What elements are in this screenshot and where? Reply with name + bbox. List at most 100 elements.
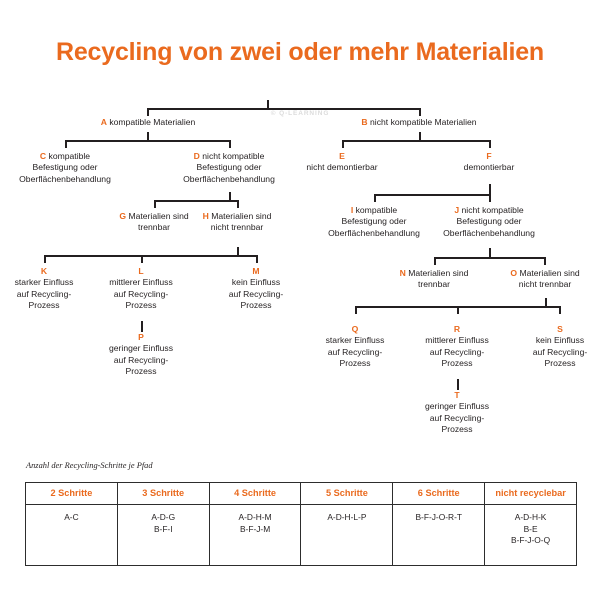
node-text-a-0: kompatible Materialien: [109, 117, 196, 127]
connector-o-stem: [545, 298, 547, 307]
tree-node-a[interactable]: A kompatible Materialien: [48, 117, 248, 128]
path-1-0: A-D-G: [151, 512, 176, 522]
connector-b-to-e: [342, 140, 344, 148]
connector-a-bar: [65, 140, 230, 142]
node-text-r-0: mittlerer Einfluss: [425, 335, 489, 346]
connector-h-bar: [44, 255, 257, 257]
node-key-l: L: [138, 266, 144, 276]
node-text-i-2: Oberflächenbehandlung: [328, 227, 420, 238]
node-text-c-1: Befestigung oder: [32, 162, 98, 173]
tree-node-p[interactable]: P geringer Einfluss auf Recycling- Proze…: [78, 332, 204, 377]
path-5-1: B-E: [523, 523, 538, 534]
recycling-steps-table: 2 Schritte 3 Schritte 4 Schritte 5 Schri…: [25, 482, 577, 566]
watermark-label: © Q-LEARNING: [270, 110, 330, 117]
tree-node-q[interactable]: Q starker Einfluss auf Recycling- Prozes…: [295, 324, 415, 369]
connector-a-stem: [147, 132, 149, 141]
table-header-cell-4: 6 Schritte: [392, 482, 486, 505]
tree-node-r[interactable]: R mittlerer Einfluss auf Recycling- Proz…: [394, 324, 520, 369]
connector-j-bar: [434, 257, 545, 259]
table-header-row: 2 Schritte 3 Schritte 4 Schritte 5 Schri…: [25, 482, 577, 505]
node-text-h-1: nicht trennbar: [210, 222, 264, 233]
tree-node-l[interactable]: L mittlerer Einfluss auf Recycling- Proz…: [78, 266, 204, 311]
tree-node-i[interactable]: I kompatible Befestigung oder Oberfläche…: [294, 205, 454, 239]
node-text-h-0: Materialien sind: [211, 211, 272, 221]
node-text-l-2: Prozess: [125, 299, 157, 310]
node-text-p-2: Prozess: [125, 365, 157, 376]
connector-f-to-i: [374, 194, 376, 202]
node-text-j-1: Befestigung oder: [456, 216, 522, 227]
node-text-m-2: Prozess: [240, 299, 272, 310]
connector-h-to-l: [141, 255, 143, 263]
node-text-s-2: Prozess: [544, 357, 576, 368]
node-text-e-0: nicht demontierbar: [306, 162, 378, 173]
node-text-q-2: Prozess: [339, 357, 371, 368]
node-key-p: P: [138, 332, 144, 342]
connector-b-stem: [419, 132, 421, 141]
node-text-o-0: Materialien sind: [519, 268, 580, 278]
connector-b-to-f: [489, 140, 491, 148]
node-key-b: B: [361, 117, 368, 127]
connector-root-stem: [267, 100, 269, 109]
node-key-c: C: [39, 151, 47, 161]
connector-o-to-r: [457, 306, 459, 314]
node-text-s-1: auf Recycling-: [532, 346, 588, 357]
node-text-t-2: Prozess: [441, 423, 473, 434]
node-text-j-2: Oberflächenbehandlung: [443, 227, 535, 238]
node-key-r: R: [453, 324, 461, 334]
node-text-p-1: auf Recycling-: [113, 354, 169, 365]
table-cell-paths-5: A-D-H-K B-E B-F-J-O-Q: [484, 504, 577, 566]
tree-node-j[interactable]: J nicht kompatible Befestigung oder Ober…: [409, 205, 569, 239]
node-key-t: T: [454, 390, 460, 400]
node-text-f-0: demontierbar: [463, 162, 515, 173]
node-text-t-0: geringer Einfluss: [424, 401, 489, 412]
node-key-m: M: [252, 266, 260, 276]
connector-h-to-k: [44, 255, 46, 263]
tree-node-m[interactable]: M kein Einfluss auf Recycling- Prozess: [196, 266, 316, 311]
tree-node-d[interactable]: D nicht kompatible Befestigung oder Ober…: [149, 151, 309, 185]
tree-node-g[interactable]: G Materialien sind trennbar: [89, 211, 219, 234]
node-key-s: S: [557, 324, 563, 334]
node-text-i-0: kompatible: [355, 205, 398, 215]
tree-node-n[interactable]: N Materialien sind trennbar: [369, 268, 499, 291]
table-cell-paths-2: A-D-H-M B-F-J-M: [208, 504, 302, 566]
connector-j-to-o: [544, 257, 546, 265]
node-key-d: D: [193, 151, 200, 161]
node-text-n-1: trennbar: [417, 279, 450, 290]
tree-node-s[interactable]: S kein Einfluss auf Recycling- Prozess: [500, 324, 600, 369]
node-text-o-1: nicht trennbar: [518, 279, 572, 290]
node-key-f: F: [486, 151, 492, 161]
node-text-n-0: Materialien sind: [408, 268, 469, 278]
node-key-a: A: [100, 117, 107, 127]
node-text-i-1: Befestigung oder: [341, 216, 407, 227]
connector-j-to-n: [434, 257, 436, 265]
connector-root-to-b: [419, 108, 421, 116]
connector-d-stem: [229, 192, 231, 201]
connector-o-to-q: [355, 306, 357, 314]
table-header-cell-3: 5 Schritte: [300, 482, 394, 505]
connector-d-to-g: [154, 200, 156, 208]
node-text-d-0: nicht kompatible: [202, 151, 265, 161]
tree-node-e[interactable]: E nicht demontierbar: [272, 151, 412, 174]
connector-a-to-c: [65, 140, 67, 148]
path-2-1: B-F-J-M: [239, 523, 271, 534]
tree-node-h[interactable]: H Materialien sind nicht trennbar: [172, 211, 302, 234]
tree-node-t[interactable]: T geringer Einfluss auf Recycling- Proze…: [394, 390, 520, 435]
node-key-o: O: [510, 268, 518, 278]
table-cell-paths-0: A-C: [25, 504, 118, 566]
node-text-g-1: trennbar: [137, 222, 170, 233]
tree-node-k[interactable]: K starker Einfluss auf Recycling- Prozes…: [0, 266, 104, 311]
table-header-cell-0: 2 Schritte: [25, 482, 118, 505]
node-text-l-0: mittlerer Einfluss: [109, 277, 173, 288]
tree-node-o[interactable]: O Materialien sind nicht trennbar: [480, 268, 600, 291]
node-text-r-1: auf Recycling-: [429, 346, 485, 357]
node-text-t-1: auf Recycling-: [429, 412, 485, 423]
node-text-c-2: Oberflächenbehandlung: [19, 173, 111, 184]
node-text-r-2: Prozess: [441, 357, 473, 368]
connector-h-stem: [237, 247, 239, 256]
tree-node-c[interactable]: C kompatible Befestigung oder Oberfläche…: [0, 151, 145, 185]
node-key-j: J: [454, 205, 460, 215]
tree-node-b[interactable]: B nicht kompatible Materialien: [319, 117, 519, 128]
tree-node-f[interactable]: F demontierbar: [419, 151, 559, 174]
connector-l-to-p: [141, 321, 143, 332]
